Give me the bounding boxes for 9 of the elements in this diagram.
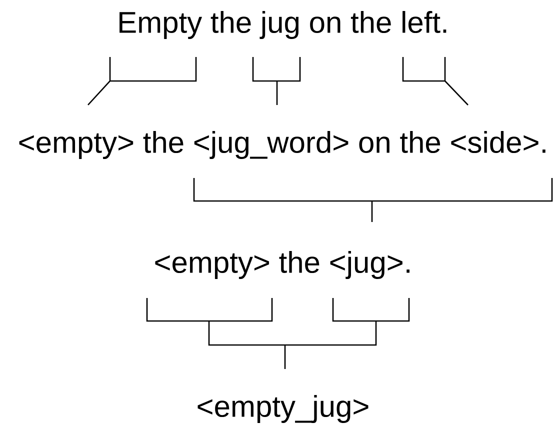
text-line: <empty_jug>: [198, 395, 368, 423]
bracket-connector: [252, 56, 301, 106]
bracket-connector: [402, 56, 469, 106]
bracket-connector: [193, 177, 553, 223]
text-line: <empty> the <jug_word> on the <side>.: [19, 131, 546, 159]
text-line: Empty the jug on the left.: [120, 11, 446, 39]
bracket-connector: [87, 56, 197, 106]
text-line: <empty> the <jug>.: [155, 251, 410, 279]
bracket-connector: [146, 297, 410, 370]
